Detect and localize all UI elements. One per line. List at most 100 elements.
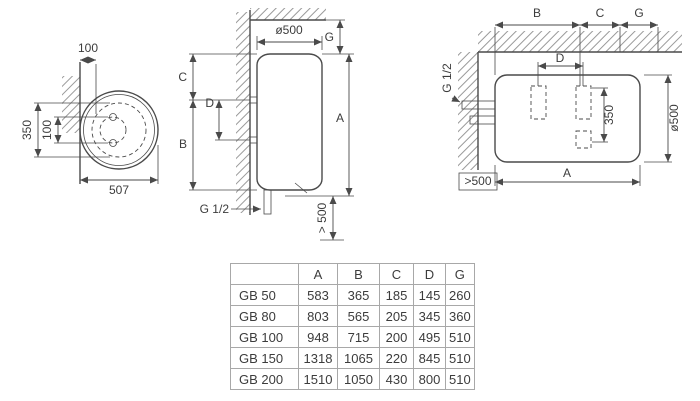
dim-label-b: B: [533, 6, 541, 20]
dim-overall-length: A: [494, 165, 641, 186]
dim-diameter: ø500: [644, 74, 681, 163]
heater-body: [461, 74, 641, 163]
drain-outlet: [294, 182, 308, 194]
value-a: 1510: [298, 368, 338, 390]
heater-body: [249, 53, 323, 215]
pipe-stub: [469, 115, 496, 125]
value-d: 495: [413, 326, 446, 348]
dim-label-d: D: [205, 96, 214, 110]
value-b: 715: [337, 326, 380, 348]
value-c: 430: [379, 368, 414, 390]
dim-label-connection-gap: 100: [40, 120, 54, 140]
wall-hatching: [62, 62, 81, 184]
value-b: 365: [337, 284, 380, 306]
dim-wall-offset: 100: [78, 41, 98, 114]
dim-bracket-positions: C D B: [178, 53, 257, 191]
col-header-d: D: [413, 263, 446, 285]
model-name: GB 100: [230, 326, 299, 348]
dim-label-overall-width: 507: [109, 183, 129, 197]
wall-hatching: [236, 8, 326, 215]
value-b: 1050: [337, 368, 380, 390]
mounting-bracket: [249, 96, 258, 104]
table-row: GB 50 583 365 185 145 260: [230, 284, 475, 306]
value-g: 360: [445, 305, 475, 327]
value-a: 1318: [298, 347, 338, 369]
dim-label-wall-offset: 100: [78, 41, 98, 55]
table-row: GB 80 803 565 205 345 360: [230, 305, 475, 327]
table-row: GB 200 1510 1050 430 800 510: [230, 368, 475, 390]
model-name: GB 50: [230, 284, 299, 306]
table-corner-cell: [230, 263, 299, 285]
dim-label-clearance: > 500: [315, 202, 329, 233]
value-c: 200: [379, 326, 414, 348]
dim-overall-width: 507: [80, 145, 159, 197]
dim-label-c: C: [596, 6, 605, 20]
value-d: 145: [413, 284, 446, 306]
value-a: 803: [298, 305, 338, 327]
dim-connection-span: 350: [20, 102, 110, 158]
value-c: 220: [379, 347, 414, 369]
value-g: 510: [445, 347, 475, 369]
dim-label-350: 350: [602, 105, 616, 125]
dim-bracket-span: D: [537, 51, 584, 86]
dim-label-thread: G 1/2: [200, 202, 230, 216]
dim-label-a: A: [563, 166, 571, 180]
mounting-bracket: [249, 136, 258, 144]
dim-label-c: C: [178, 70, 187, 84]
value-g: 260: [445, 284, 475, 306]
value-d: 800: [413, 368, 446, 390]
pipe-connection-icon: [109, 139, 117, 147]
mounting-bracket-hidden: [530, 85, 547, 120]
dim-label-a: A: [336, 111, 344, 125]
dim-label-diameter: ø500: [275, 23, 303, 37]
tank-top-outline: [79, 90, 159, 170]
pipe-stub: [461, 100, 496, 110]
model-name: GB 200: [230, 368, 299, 390]
inlet-pipe: [263, 189, 272, 215]
pipe-thread-callout: G 1/2: [200, 202, 261, 216]
value-a: 583: [298, 284, 338, 306]
dim-label-diameter: ø500: [667, 104, 681, 132]
dim-label-g: G: [634, 6, 643, 20]
dim-label-d: D: [556, 51, 565, 65]
pipe-connection-icon: [109, 113, 117, 121]
value-d: 845: [413, 347, 446, 369]
table-row: GB 150 1318 1065 220 845 510: [230, 347, 475, 369]
dim-connection-span: 350: [592, 87, 616, 143]
dim-overall-height: A: [285, 54, 354, 197]
col-header-b: B: [337, 263, 380, 285]
dim-clearance-below: > 500: [315, 196, 344, 241]
top-view-diagram: 100 350 100 507: [20, 41, 159, 197]
pipe-thread-callout: G 1/2: [440, 63, 461, 103]
value-g: 510: [445, 326, 475, 348]
dim-label-g: G: [325, 30, 334, 44]
dim-diameter: ø500: [256, 23, 323, 50]
front-view-diagram: ø500 G A > 500: [178, 8, 354, 241]
value-b: 1065: [337, 347, 380, 369]
dim-bcg-row: B C G: [494, 6, 659, 86]
connection-hidden: [575, 130, 592, 149]
dim-label-thread: G 1/2: [440, 63, 454, 93]
dim-gap-top: G: [322, 19, 354, 55]
side-view-diagram: B C G D 350 ø500: [440, 6, 682, 191]
dim-label-clearance: >500: [464, 174, 491, 188]
value-d: 345: [413, 305, 446, 327]
value-c: 205: [379, 305, 414, 327]
value-g: 510: [445, 368, 475, 390]
table-header-row: A B C D G: [230, 263, 475, 285]
value-a: 948: [298, 326, 338, 348]
dim-label-b: B: [179, 137, 187, 151]
dim-label-connection-span: 350: [20, 120, 34, 140]
dim-connection-gap: 100: [40, 116, 108, 144]
wall-hatching: [458, 31, 682, 170]
value-c: 185: [379, 284, 414, 306]
value-b: 565: [337, 305, 380, 327]
col-header-a: A: [298, 263, 338, 285]
col-header-c: C: [379, 263, 414, 285]
model-name: GB 150: [230, 347, 299, 369]
dimensions-table: A B C D G GB 50 583 365 185 145 260 GB 8…: [230, 263, 475, 390]
model-name: GB 80: [230, 305, 299, 327]
dimension-diagrams: 100 350 100 507: [20, 6, 682, 241]
table-row: GB 100 948 715 200 495 510: [230, 326, 475, 348]
